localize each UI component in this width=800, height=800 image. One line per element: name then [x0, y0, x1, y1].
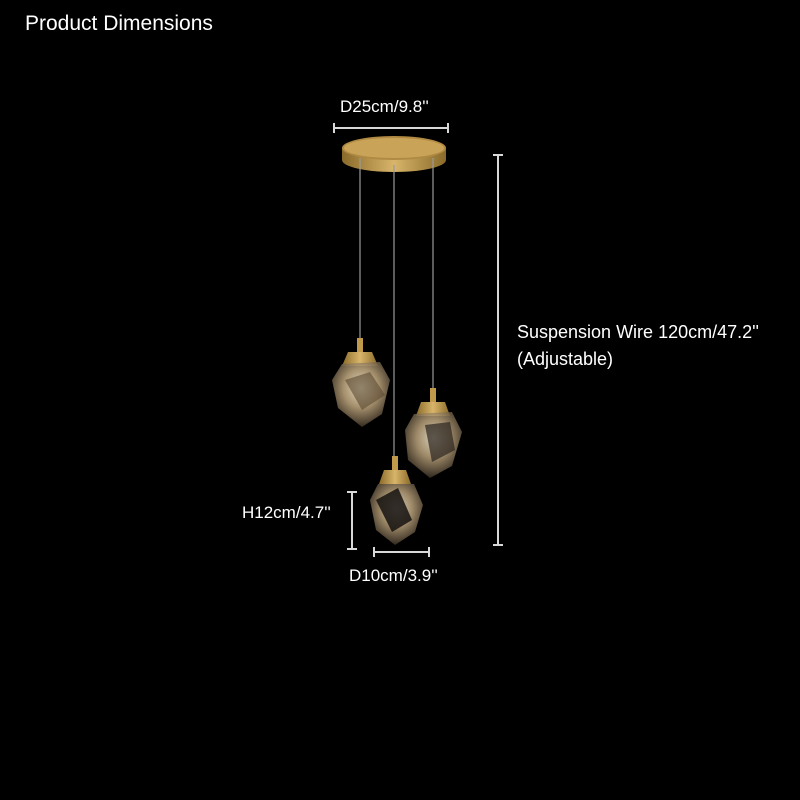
canopy-diameter-label: D25cm/9.8''	[340, 97, 429, 116]
suspension-note-label: (Adjustable)	[517, 349, 614, 369]
pendant-crystal	[332, 338, 390, 427]
pendant-diameter-label: D10cm/3.9''	[349, 566, 438, 585]
canopy	[342, 136, 446, 172]
pendant-crystal	[405, 388, 462, 478]
suspension-wires	[359, 158, 434, 458]
height-dimension-line	[347, 491, 357, 550]
canopy-dimension-line	[333, 123, 449, 133]
diameter-dimension-line	[373, 547, 430, 557]
pendant-crystal	[370, 456, 423, 545]
suspension-wire-label: Suspension Wire 120cm/47.2''	[517, 322, 759, 342]
pendant-height-label: H12cm/4.7''	[242, 503, 331, 522]
wire-dimension-line	[493, 154, 503, 546]
page-title: Product Dimensions	[25, 12, 213, 35]
